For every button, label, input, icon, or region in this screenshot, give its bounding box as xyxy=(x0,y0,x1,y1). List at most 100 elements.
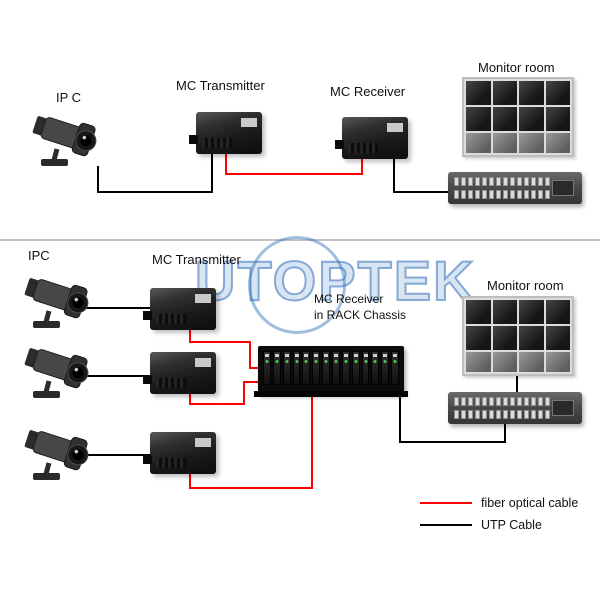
ethernet-port xyxy=(545,190,550,199)
label-ip-camera-bottom: IPC xyxy=(28,248,50,263)
utp-cable-rx-to-switch-top xyxy=(393,159,452,193)
switch-top xyxy=(448,172,582,204)
monitor-screen-cell xyxy=(466,106,491,131)
ethernet-port xyxy=(489,190,494,199)
ethernet-port xyxy=(482,190,487,199)
monitor-screen-cell xyxy=(519,106,544,131)
monitor-screen-cell xyxy=(492,81,517,105)
fiber-port xyxy=(143,455,152,464)
ethernet-port xyxy=(461,177,466,186)
ethernet-port xyxy=(517,397,522,406)
rack-slot-row xyxy=(263,351,400,385)
ethernet-port xyxy=(531,397,536,406)
rack-slot-card xyxy=(292,351,301,385)
label-monitor-room-bottom: Monitor room xyxy=(487,278,564,293)
rack-slot-card xyxy=(361,351,370,385)
label-monitor-room-top: Monitor room xyxy=(478,60,555,75)
monitor-screen-cell xyxy=(545,81,570,105)
ethernet-port xyxy=(489,177,494,186)
rack-chassis xyxy=(254,346,408,397)
ethernet-port xyxy=(538,397,543,406)
ethernet-port xyxy=(545,177,550,186)
mc-receiver-top xyxy=(335,117,408,159)
legend-utp-label: UTP Cable xyxy=(481,518,542,532)
ethernet-port xyxy=(538,177,543,186)
ethernet-port xyxy=(517,190,522,199)
cctv-camera-icon xyxy=(20,418,100,488)
ethernet-port xyxy=(496,190,501,199)
monitor-control-cell xyxy=(492,351,517,372)
device-vent xyxy=(156,314,186,324)
ip-camera-2 xyxy=(20,336,100,406)
ip-camera-1 xyxy=(20,266,100,336)
watermark-ring xyxy=(248,236,346,334)
device-sticker xyxy=(195,438,211,447)
monitor-screen-cell xyxy=(492,106,517,131)
ethernet-port xyxy=(496,177,501,186)
monitor-screen-cell xyxy=(545,300,570,324)
ethernet-port xyxy=(531,410,536,419)
fiber-port xyxy=(335,140,344,149)
rack-slot-card xyxy=(341,351,350,385)
device-sticker xyxy=(195,358,211,367)
ethernet-port xyxy=(461,190,466,199)
device-vent xyxy=(156,458,186,468)
ethernet-port xyxy=(461,410,466,419)
rack-slot-card xyxy=(302,351,311,385)
ethernet-port xyxy=(545,410,550,419)
device-vent xyxy=(348,143,378,153)
rack-slot-card xyxy=(371,351,380,385)
mc-transmitter-2 xyxy=(143,352,216,394)
ethernet-port xyxy=(475,410,480,419)
ethernet-port xyxy=(489,397,494,406)
monitor-screen-cell xyxy=(519,81,544,105)
uplink-port xyxy=(552,180,574,196)
legend-utp: UTP Cable xyxy=(420,518,542,532)
label-mc-receiver-line2: in RACK Chassis xyxy=(314,307,407,322)
label-mc-receiver-top: MC Receiver xyxy=(330,84,406,99)
rack-slot-card xyxy=(391,351,400,385)
ethernet-port xyxy=(517,410,522,419)
cctv-camera-icon xyxy=(20,336,100,406)
ethernet-port xyxy=(482,410,487,419)
ethernet-port xyxy=(524,397,529,406)
rack-slot-card xyxy=(381,351,390,385)
ethernet-port xyxy=(496,410,501,419)
legend-fiber-label: fiber optical cable xyxy=(481,496,579,510)
ethernet-port xyxy=(510,190,515,199)
monitor-control-cell xyxy=(545,351,570,372)
ethernet-port xyxy=(475,190,480,199)
ethernet-port xyxy=(468,410,473,419)
ethernet-port xyxy=(510,397,515,406)
ethernet-port xyxy=(503,397,508,406)
ethernet-port xyxy=(461,397,466,406)
switch-port-block xyxy=(454,397,550,419)
monitor-screen-cell xyxy=(492,300,517,324)
rack-slot-card xyxy=(351,351,360,385)
ethernet-port xyxy=(468,190,473,199)
monitor-screen-cell xyxy=(545,106,570,131)
label-ip-camera-top: IP C xyxy=(56,90,82,105)
ethernet-port xyxy=(489,410,494,419)
switch-bottom xyxy=(448,392,582,424)
label-mc-transmitter-bottom: MC Transmitter xyxy=(152,252,241,267)
ethernet-port xyxy=(538,410,543,419)
utp-cable-cam-to-tx-top xyxy=(97,154,213,193)
switch-port-block xyxy=(454,177,550,199)
ip-camera-top xyxy=(28,104,108,174)
device-sticker xyxy=(195,294,211,303)
ethernet-port xyxy=(482,397,487,406)
monitor-control-cell xyxy=(492,132,517,153)
ethernet-port xyxy=(524,410,529,419)
ethernet-port xyxy=(496,397,501,406)
ethernet-port xyxy=(538,190,543,199)
rack-slot-card xyxy=(312,351,321,385)
rack-slot-card xyxy=(332,351,340,385)
fiber-port xyxy=(189,135,198,144)
device-vent xyxy=(202,138,232,148)
ip-camera-3 xyxy=(20,418,100,488)
ethernet-port xyxy=(468,397,473,406)
ethernet-port xyxy=(475,177,480,186)
ethernet-port xyxy=(475,397,480,406)
